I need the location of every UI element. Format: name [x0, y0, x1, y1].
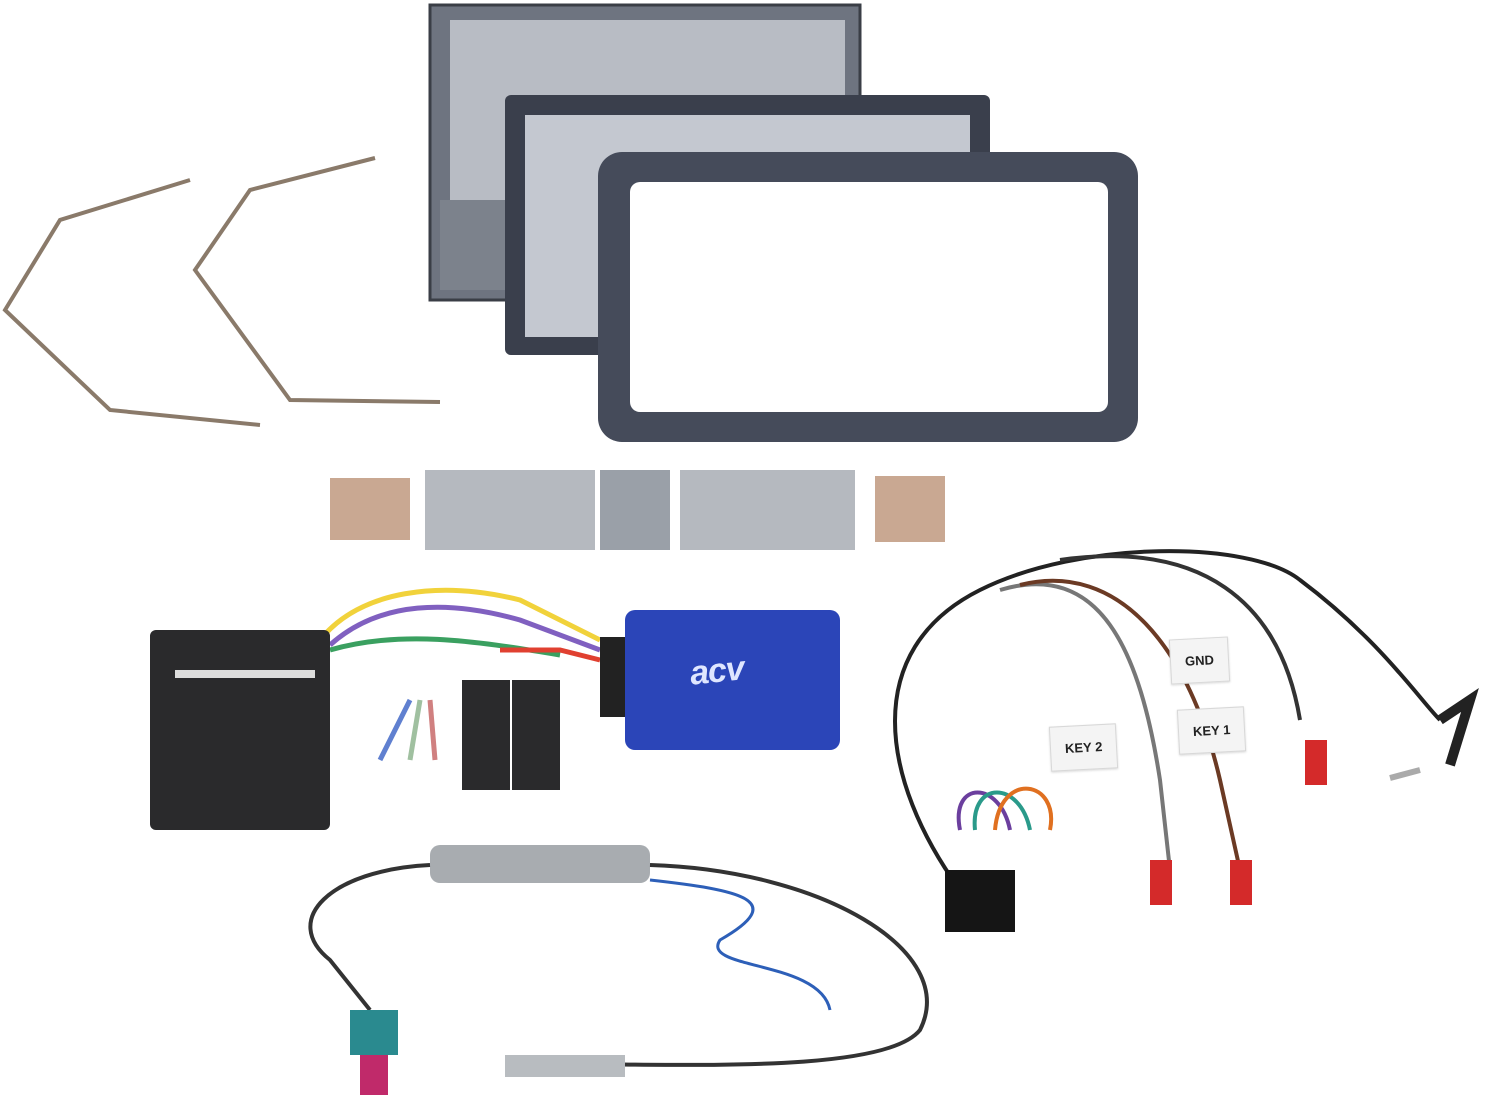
steering-cable [893, 549, 1479, 932]
trim-frame-front [598, 152, 1138, 442]
harness-wires [318, 587, 602, 762]
quadlock-connector [150, 630, 330, 830]
antenna-adapter [308, 845, 929, 1095]
iso-connectors [462, 680, 560, 790]
label-key1: KEY 1 [1176, 706, 1247, 755]
release-tool-right [192, 156, 441, 404]
release-tool-left [2, 178, 261, 427]
label-key2: KEY 2 [1048, 723, 1119, 772]
steering-interface-box [600, 610, 840, 750]
mounting-brackets [330, 470, 945, 550]
acv-logo: acv [688, 649, 746, 693]
label-gnd: GND [1168, 636, 1231, 685]
